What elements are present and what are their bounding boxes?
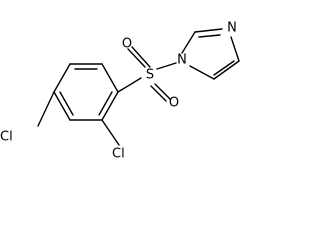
double-bond-c2-n3-inner [198, 34, 221, 38]
bond-c3-c4 [53, 63, 71, 93]
bond-c1-s [117, 77, 142, 93]
double-bond-s-o-top-a [127, 48, 146, 68]
bond-ortho-chlorine [101, 119, 120, 146]
bond-c2-n3 [194, 28, 223, 33]
bond-c6-c1 [101, 91, 119, 121]
bond-c5-n1 [189, 65, 215, 80]
imidazole-ring [181, 28, 240, 80]
imine-nitrogen-label: N [227, 21, 237, 36]
para-chlorine-label: Cl [0, 130, 13, 145]
bond-c4-c5 [213, 60, 240, 80]
inner-double-bond-c4-c5 [59, 91, 74, 116]
bond-para-chlorine [37, 91, 55, 127]
oxygen-bottom-label: O [169, 96, 179, 111]
double-bond-s-o-bottom-a [150, 85, 167, 102]
bond-n3-c4 [230, 36, 240, 62]
structure-diagram: S O O N N Cl Cl [0, 21, 240, 162]
double-bond-s-o-bottom-b [154, 83, 171, 100]
oxygen-top-label: O [122, 37, 132, 52]
benzene-ring [53, 63, 119, 121]
double-bond-c4-c5-inner [213, 60, 235, 76]
bond-c1-c2 [101, 63, 119, 93]
double-bond-s-o-top-b [131, 46, 151, 68]
bond-c4-c5 [53, 91, 71, 121]
inner-double-bond-c6-c1 [98, 91, 113, 116]
bond-s-n1 [156, 62, 177, 70]
sulfonyl-group [117, 46, 177, 102]
bond-n1-c2 [181, 31, 196, 54]
sulfur-label: S [146, 68, 154, 83]
sulfonyl-nitrogen-label: N [177, 53, 187, 68]
ortho-chlorine-label: Cl [112, 147, 125, 162]
